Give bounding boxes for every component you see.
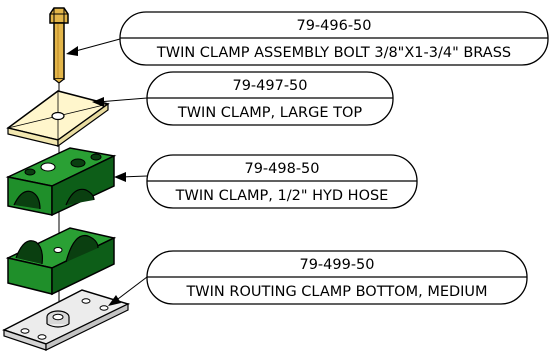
callout-top-plate: 79-497-50 TWIN CLAMP, LARGE TOP <box>146 71 394 126</box>
leader-top-plate <box>92 97 148 107</box>
bolt-part <box>49 7 69 84</box>
leader-bottom-plate <box>108 276 148 306</box>
callout-clamp: 79-498-50 TWIN CLAMP, 1/2" HYD HOSE <box>146 154 418 209</box>
lower-clamp-part <box>5 227 117 296</box>
callout-bottom-plate-part-number: 79-499-50 <box>299 257 374 273</box>
callout-top-plate-description: TWIN CLAMP, LARGE TOP <box>177 105 363 121</box>
callout-bolt-description: TWIN CLAMP ASSEMBLY BOLT 3/8"X1-3/4" BRA… <box>156 45 511 61</box>
top-plate-part <box>6 90 110 148</box>
callout-bolt: 79-496-50 TWIN CLAMP ASSEMBLY BOLT 3/8"X… <box>119 11 549 66</box>
callout-clamp-part-number: 79-498-50 <box>244 161 319 177</box>
leader-bolt <box>66 38 121 56</box>
upper-clamp-part <box>5 147 117 217</box>
callout-bottom-plate-description: TWIN ROUTING CLAMP BOTTOM, MEDIUM <box>185 284 487 300</box>
bottom-plate-part <box>2 289 131 351</box>
callout-top-plate-part-number: 79-497-50 <box>232 78 307 94</box>
callout-clamp-description: TWIN CLAMP, 1/2" HYD HOSE <box>175 188 389 204</box>
callout-bottom-plate: 79-499-50 TWIN ROUTING CLAMP BOTTOM, MED… <box>146 250 528 305</box>
leader-clamp <box>114 172 148 182</box>
callout-bolt-part-number: 79-496-50 <box>296 18 371 34</box>
